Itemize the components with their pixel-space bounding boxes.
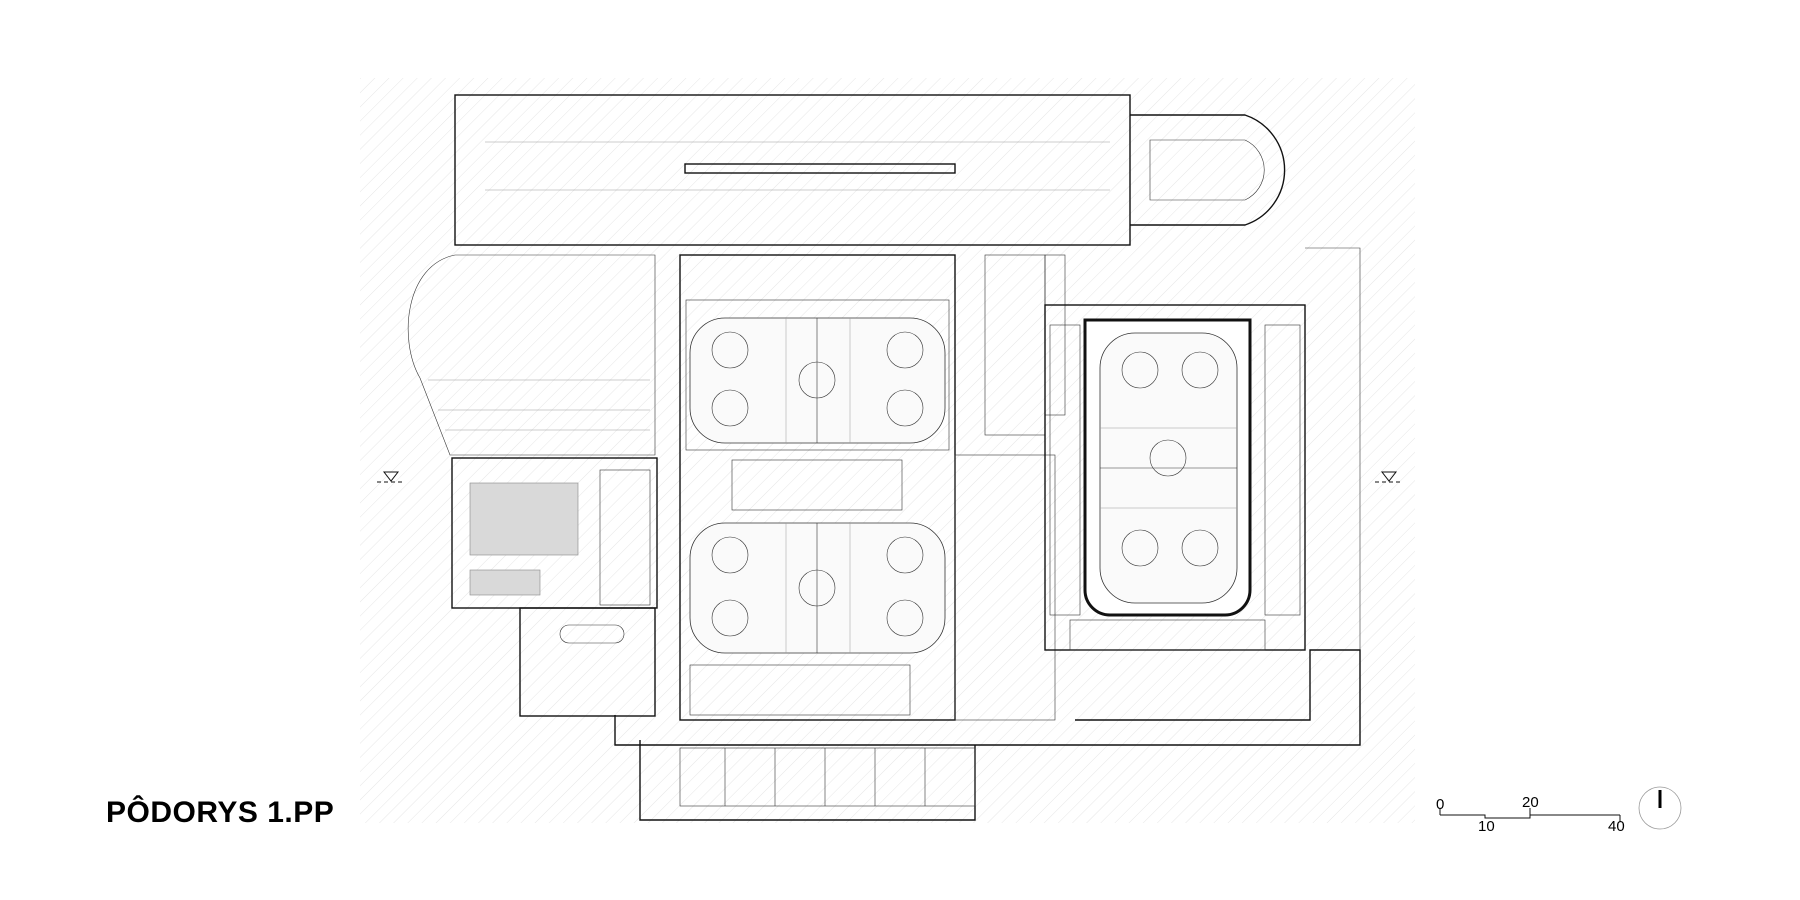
section-marker-icon <box>1375 471 1403 483</box>
scale-label-0: 0 <box>1436 796 1445 813</box>
pool-block <box>451 457 658 717</box>
scale-label-40: 40 <box>1608 818 1625 835</box>
scale-bar <box>1439 808 1621 822</box>
section-marker-icon <box>377 471 405 483</box>
main-arena <box>1044 304 1306 651</box>
north-arrow-icon <box>1638 786 1682 830</box>
page-title: PÔDORYS 1.PP <box>106 796 335 829</box>
left-plaza <box>407 254 656 456</box>
scale-label-10: 10 <box>1478 818 1495 835</box>
parking-garage <box>454 94 1286 246</box>
twin-rink-block <box>679 254 956 721</box>
lower-garages <box>679 747 976 807</box>
scale-label-20: 20 <box>1522 794 1539 811</box>
